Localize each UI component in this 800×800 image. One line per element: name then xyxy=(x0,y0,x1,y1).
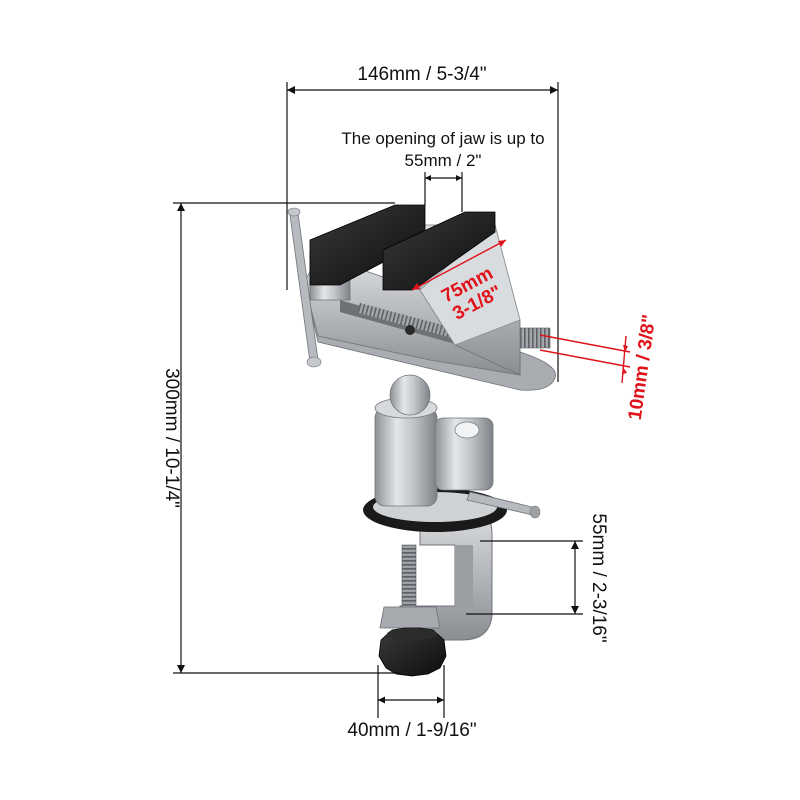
height-label: 300mm / 10-1/4" xyxy=(161,368,182,508)
swivel-column xyxy=(374,374,541,519)
width-dimension: 146mm / 5-3/4" xyxy=(286,64,559,382)
clamp-opening-label: 55mm / 2-3/16" xyxy=(588,513,609,642)
width-label: 146mm / 5-3/4" xyxy=(357,64,486,85)
vise-illustration xyxy=(287,204,556,677)
clamp-opening-dimension: 55mm / 2-3/16" xyxy=(466,513,609,643)
vise-body xyxy=(287,204,556,391)
clamp-frame xyxy=(378,504,493,677)
height-dimension: 300mm / 10-1/4" xyxy=(161,202,400,674)
clamp-knob xyxy=(378,627,447,677)
base-width-dimension: 40mm / 1-9/16" xyxy=(347,665,477,741)
jaw-opening-dimension: The opening of jaw is up to 55mm / 2" xyxy=(341,129,545,212)
jaw-depth-label: 10mm / 3/8" xyxy=(625,313,661,421)
jaw-opening-label-line2: 55mm / 2" xyxy=(405,151,482,170)
base-width-label: 40mm / 1-9/16" xyxy=(347,720,476,741)
jaw-opening-label-line1: The opening of jaw is up to xyxy=(341,129,544,148)
right-jaw-pad xyxy=(382,211,496,291)
